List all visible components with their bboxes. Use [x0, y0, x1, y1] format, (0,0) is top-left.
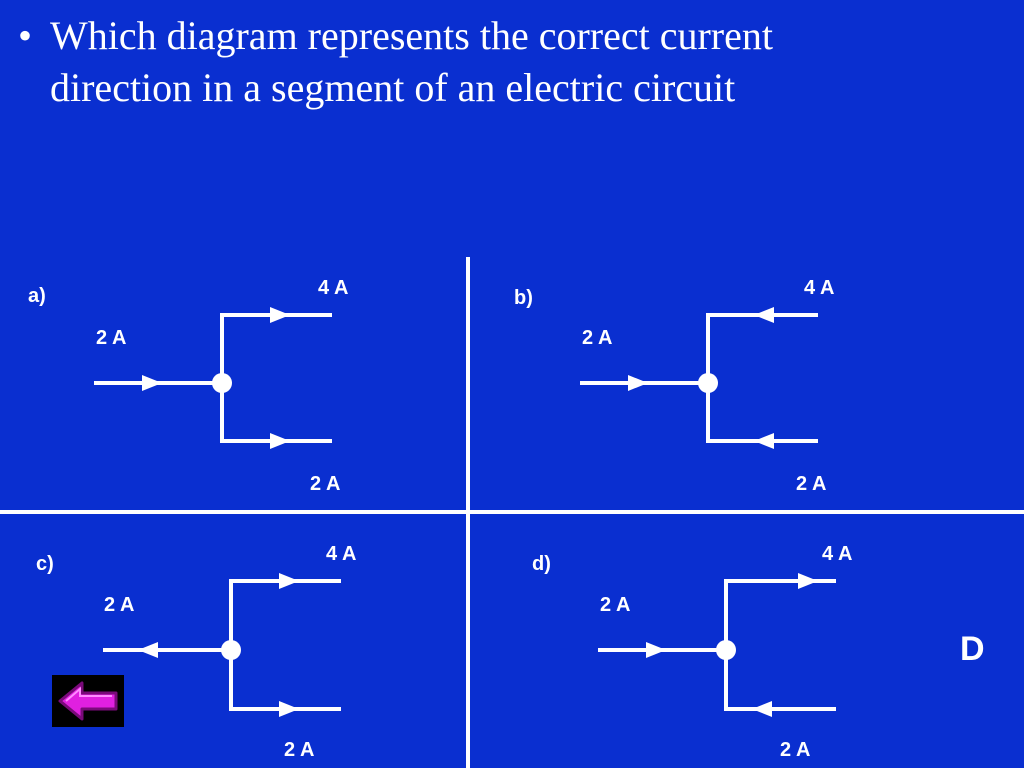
- left-arrow-icon: [58, 681, 118, 721]
- panel-b-bottom-current: 2 A: [796, 473, 826, 495]
- panel-a-label: a): [28, 285, 46, 307]
- panel-b-top-current: 4 A: [804, 277, 834, 299]
- panel-d-label: d): [532, 553, 551, 575]
- panel-a-top-current: 4 A: [318, 277, 348, 299]
- panel-c-in-current: 2 A: [104, 594, 134, 616]
- panel-d-top-current: 4 A: [822, 543, 852, 565]
- panel-a-in-current: 2 A: [96, 327, 126, 349]
- answer-label: D: [960, 630, 985, 668]
- bullet: •: [18, 13, 33, 58]
- back-button[interactable]: [52, 675, 124, 727]
- panel-c: [103, 573, 341, 717]
- panel-b: [580, 307, 818, 449]
- panel-c-bottom-current: 2 A: [284, 739, 314, 761]
- panel-a: [94, 307, 332, 449]
- panel-b-label: b): [514, 287, 533, 309]
- panel-a-bottom-current: 2 A: [310, 473, 340, 495]
- panel-d-bottom-current: 2 A: [780, 739, 810, 761]
- panel-b-in-current: 2 A: [582, 327, 612, 349]
- question-text: Which diagram represents the correct cur…: [50, 13, 773, 110]
- panel-d: [598, 573, 836, 717]
- question: • Which diagram represents the correct c…: [18, 10, 918, 114]
- panel-c-top-current: 4 A: [326, 543, 356, 565]
- panel-d-in-current: 2 A: [600, 594, 630, 616]
- panel-c-label: c): [36, 553, 54, 575]
